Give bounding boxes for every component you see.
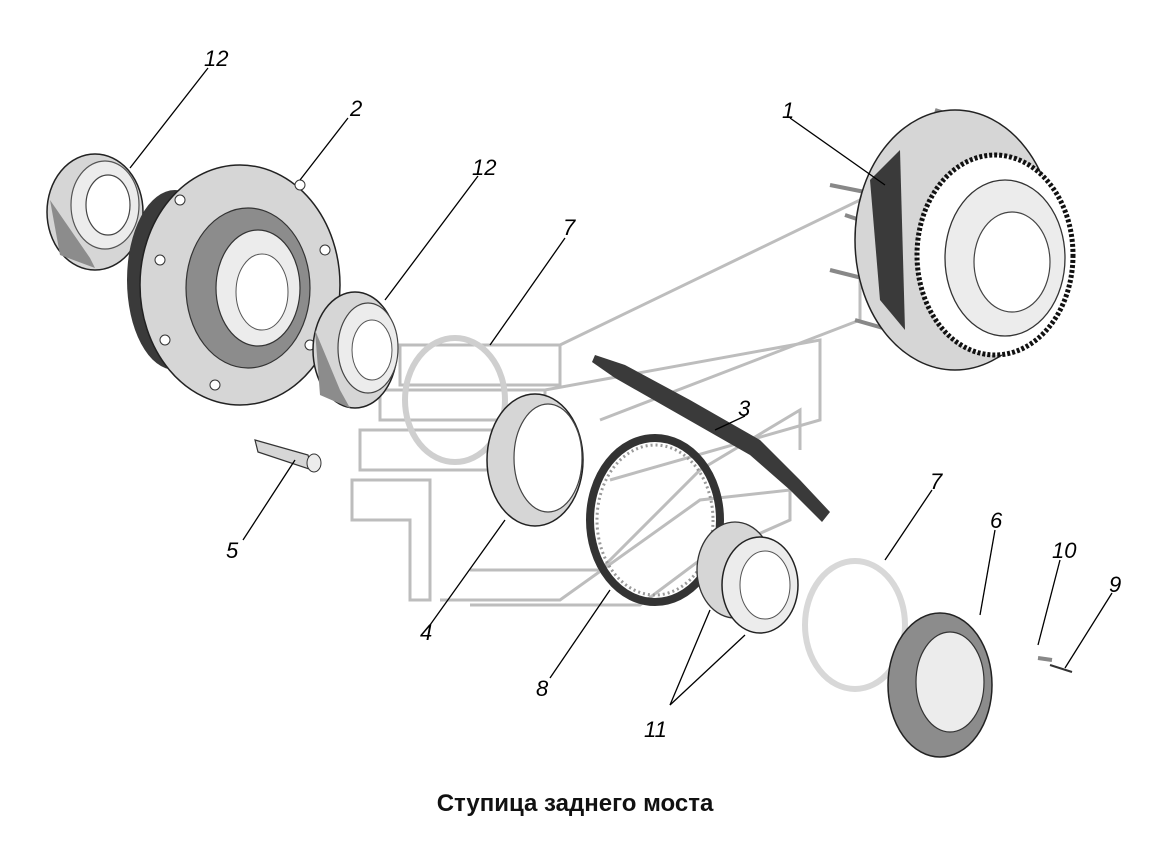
small-parts-9-10 — [1037, 656, 1073, 673]
callout-12-middle: 12 — [472, 155, 496, 180]
bearing-cup-11 — [696, 521, 799, 634]
diagram-caption: Ступица заднего моста — [436, 790, 714, 817]
toothed-ring-8 — [586, 434, 724, 606]
watermark-logo — [350, 197, 862, 607]
callout-7-right: 7 — [930, 469, 943, 494]
callout-8: 8 — [536, 676, 549, 701]
ring-4 — [486, 393, 584, 527]
strip-3 — [592, 355, 830, 522]
seal-7-right — [802, 558, 908, 692]
callout-1: 1 — [782, 98, 794, 123]
bearing-12-middle — [312, 291, 399, 409]
hub-housing-2 — [127, 164, 341, 406]
callout-5: 5 — [226, 538, 239, 563]
hub-assembly-1 — [829, 108, 1076, 371]
stud-bolt-5 — [254, 439, 322, 473]
seal-7-left — [402, 335, 508, 465]
leader-lines — [129, 67, 1113, 706]
callout-10: 10 — [1052, 538, 1077, 563]
callout-2: 2 — [349, 96, 362, 121]
callout-11: 11 — [644, 717, 667, 742]
cover-6 — [887, 612, 993, 758]
callout-9: 9 — [1109, 572, 1121, 597]
callout-6: 6 — [990, 508, 1003, 533]
callout-12-left: 12 — [204, 46, 228, 71]
callout-4: 4 — [420, 620, 432, 645]
callout-3: 3 — [738, 396, 751, 421]
bearing-12-left — [46, 153, 144, 271]
callout-7-left: 7 — [563, 215, 576, 240]
